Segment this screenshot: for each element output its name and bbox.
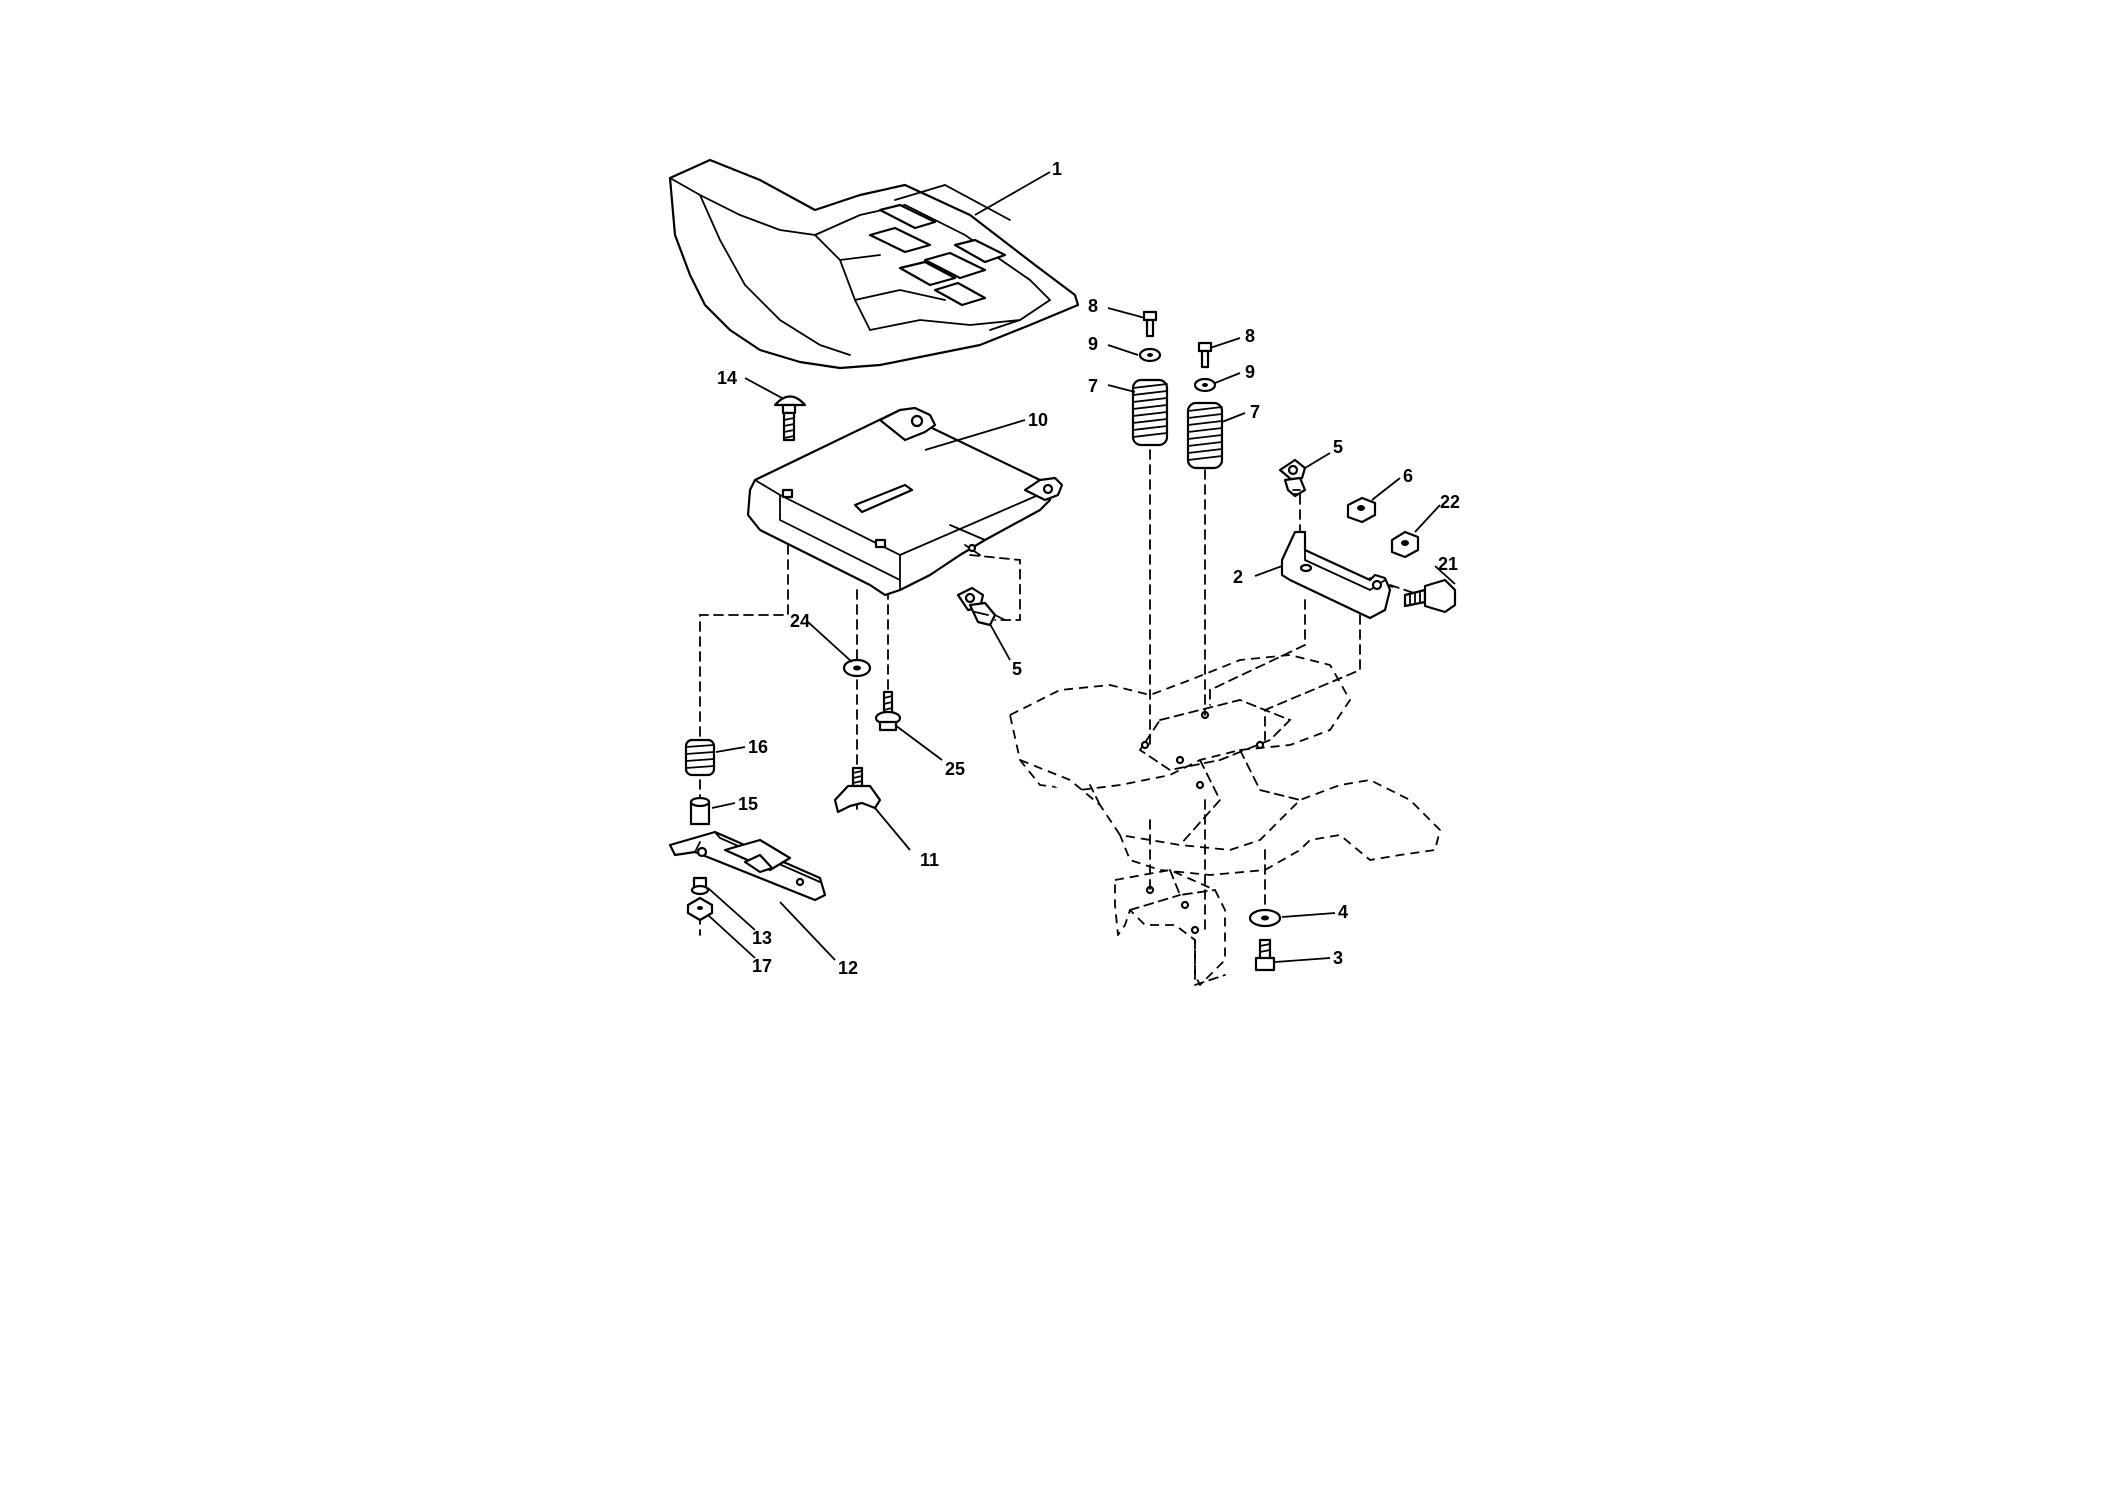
screw-3 <box>1254 938 1276 972</box>
nut-6 <box>1346 496 1377 524</box>
callout-24: 24 <box>790 611 810 631</box>
bracket-2 <box>1280 530 1392 620</box>
callout-12: 12 <box>838 958 858 978</box>
spring-7-left <box>1131 378 1169 447</box>
callout-labels: 1 8 9 7 8 9 7 14 10 5 6 22 2 21 24 5 16 … <box>717 159 1460 978</box>
callout-4: 4 <box>1338 902 1348 922</box>
callout-22: 22 <box>1440 492 1460 512</box>
callout-21: 21 <box>1438 554 1458 574</box>
callout-8-right: 8 <box>1245 326 1255 346</box>
nut-17 <box>686 896 714 922</box>
callout-3: 3 <box>1333 948 1343 968</box>
bolt-8-left <box>1142 310 1158 338</box>
callout-1: 1 <box>1052 159 1062 179</box>
callout-5-lower: 5 <box>1012 659 1022 679</box>
seat-pan <box>746 406 1064 597</box>
callout-5-upper: 5 <box>1333 437 1343 457</box>
clip-upper <box>1278 458 1307 498</box>
washer-9-right <box>1193 377 1217 393</box>
callout-17: 17 <box>752 956 772 976</box>
washer-24 <box>842 658 872 678</box>
seat <box>668 158 1080 370</box>
callout-2: 2 <box>1233 567 1243 587</box>
callout-7-right: 7 <box>1250 402 1260 422</box>
bushing-15 <box>689 796 711 826</box>
callout-14: 14 <box>717 368 737 388</box>
bolt-21 <box>1403 578 1457 614</box>
callout-9-right: 9 <box>1245 362 1255 382</box>
plate-12 <box>668 830 827 902</box>
callout-6: 6 <box>1403 466 1413 486</box>
stud-25 <box>874 690 902 732</box>
callout-10: 10 <box>1028 410 1048 430</box>
frame-phantom <box>1009 654 1441 987</box>
callout-11: 11 <box>920 850 939 870</box>
callout-13: 13 <box>752 928 772 948</box>
leader-lines <box>707 171 1456 963</box>
callout-9-left: 9 <box>1088 334 1098 354</box>
nut-22 <box>1390 530 1420 559</box>
washer-9-left <box>1138 347 1162 363</box>
callout-7-left: 7 <box>1088 376 1098 396</box>
spring-16 <box>684 738 716 777</box>
callout-8-left: 8 <box>1088 296 1098 316</box>
carriage-bolt <box>773 395 807 442</box>
washer-4 <box>1248 908 1282 928</box>
screw-13 <box>690 876 710 896</box>
bolt-8-right <box>1197 341 1213 369</box>
spring-7-right <box>1186 401 1224 470</box>
callout-16: 16 <box>748 737 768 757</box>
callout-25: 25 <box>945 759 965 779</box>
callout-15: 15 <box>738 794 758 814</box>
clip-lower <box>956 586 1006 627</box>
